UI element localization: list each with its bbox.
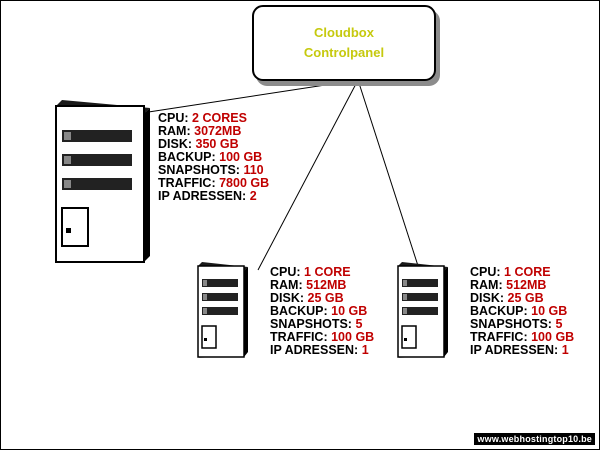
- spec-row: DISK: 350 GB: [158, 138, 269, 151]
- spec-row: CPU: 1 CORE: [270, 266, 374, 279]
- spec-label: TRAFFIC:: [270, 330, 328, 344]
- spec-label: CPU:: [470, 265, 501, 279]
- spec-value: 1: [561, 343, 569, 357]
- spec-row: TRAFFIC: 7800 GB: [158, 177, 269, 190]
- spec-row: BACKUP: 100 GB: [158, 151, 269, 164]
- spec-label: BACKUP:: [158, 150, 216, 164]
- spec-value: 25 GB: [307, 291, 344, 305]
- spec-label: IP ADRESSEN:: [158, 189, 247, 203]
- spec-row: SNAPSHOTS: 110: [158, 164, 269, 177]
- server-tower-icon: [194, 262, 254, 362]
- spec-label: DISK:: [158, 137, 193, 151]
- spec-row: BACKUP: 10 GB: [470, 305, 574, 318]
- spec-value: 100 GB: [331, 330, 375, 344]
- spec-row: SNAPSHOTS: 5: [270, 318, 374, 331]
- spec-row: DISK: 25 GB: [470, 292, 574, 305]
- spec-label: RAM:: [470, 278, 503, 292]
- spec-label: DISK:: [470, 291, 505, 305]
- spec-label: TRAFFIC:: [158, 176, 216, 190]
- control-panel-title-line2: Controlpanel: [303, 45, 385, 60]
- spec-value: 5: [555, 317, 563, 331]
- spec-value: 25 GB: [507, 291, 544, 305]
- spec-value: 512MB: [306, 278, 347, 292]
- spec-value: 110: [243, 163, 264, 177]
- control-panel-title-line1: Cloudbox: [314, 25, 374, 40]
- watermark: www.webhostingtop10.be: [474, 433, 595, 445]
- spec-row: RAM: 512MB: [470, 279, 574, 292]
- spec-row: DISK: 25 GB: [270, 292, 374, 305]
- spec-label: CPU:: [158, 111, 189, 125]
- spec-value: 1 CORE: [304, 265, 351, 279]
- spec-row: CPU: 2 CORES: [158, 112, 269, 125]
- spec-row: BACKUP: 10 GB: [270, 305, 374, 318]
- spec-value: 2: [249, 189, 257, 203]
- spec-row: RAM: 3072MB: [158, 125, 269, 138]
- spec-value: 1: [361, 343, 369, 357]
- connector-big-server: [141, 79, 359, 114]
- spec-label: CPU:: [270, 265, 301, 279]
- spec-value: 10 GB: [531, 304, 568, 318]
- spec-value: 350 GB: [195, 137, 239, 151]
- spec-label: BACKUP:: [270, 304, 328, 318]
- spec-value: 2 CORES: [192, 111, 247, 125]
- spec-row: RAM: 512MB: [270, 279, 374, 292]
- spec-value: 1 CORE: [504, 265, 551, 279]
- spec-value: 512MB: [506, 278, 547, 292]
- spec-value: 5: [355, 317, 363, 331]
- spec-value: 3072MB: [194, 124, 242, 138]
- spec-label: RAM:: [270, 278, 303, 292]
- spec-row: IP ADRESSEN: 2: [158, 190, 269, 203]
- spec-label: DISK:: [270, 291, 305, 305]
- spec-label: BACKUP:: [470, 304, 528, 318]
- spec-row: CPU: 1 CORE: [470, 266, 574, 279]
- connector-small-server-2: [357, 79, 421, 273]
- spec-row: IP ADRESSEN: 1: [270, 344, 374, 357]
- server-tower-icon: [394, 262, 454, 362]
- spec-row: TRAFFIC: 100 GB: [470, 331, 574, 344]
- spec-value: 10 GB: [331, 304, 368, 318]
- spec-row: SNAPSHOTS: 5: [470, 318, 574, 331]
- spec-label: IP ADRESSEN:: [470, 343, 559, 357]
- spec-value: 100 GB: [531, 330, 575, 344]
- spec-label: SNAPSHOTS:: [158, 163, 240, 177]
- spec-row: IP ADRESSEN: 1: [470, 344, 574, 357]
- spec-value: 100 GB: [219, 150, 263, 164]
- control-panel-node: Cloudbox Controlpanel: [252, 5, 436, 81]
- spec-value: 7800 GB: [219, 176, 270, 190]
- server-tower-icon: [50, 100, 160, 270]
- spec-label: SNAPSHOTS:: [470, 317, 552, 331]
- spec-label: IP ADRESSEN:: [270, 343, 359, 357]
- spec-label: RAM:: [158, 124, 191, 138]
- connector-small-server-1: [257, 79, 359, 271]
- spec-row: TRAFFIC: 100 GB: [270, 331, 374, 344]
- spec-label: SNAPSHOTS:: [270, 317, 352, 331]
- spec-label: TRAFFIC:: [470, 330, 528, 344]
